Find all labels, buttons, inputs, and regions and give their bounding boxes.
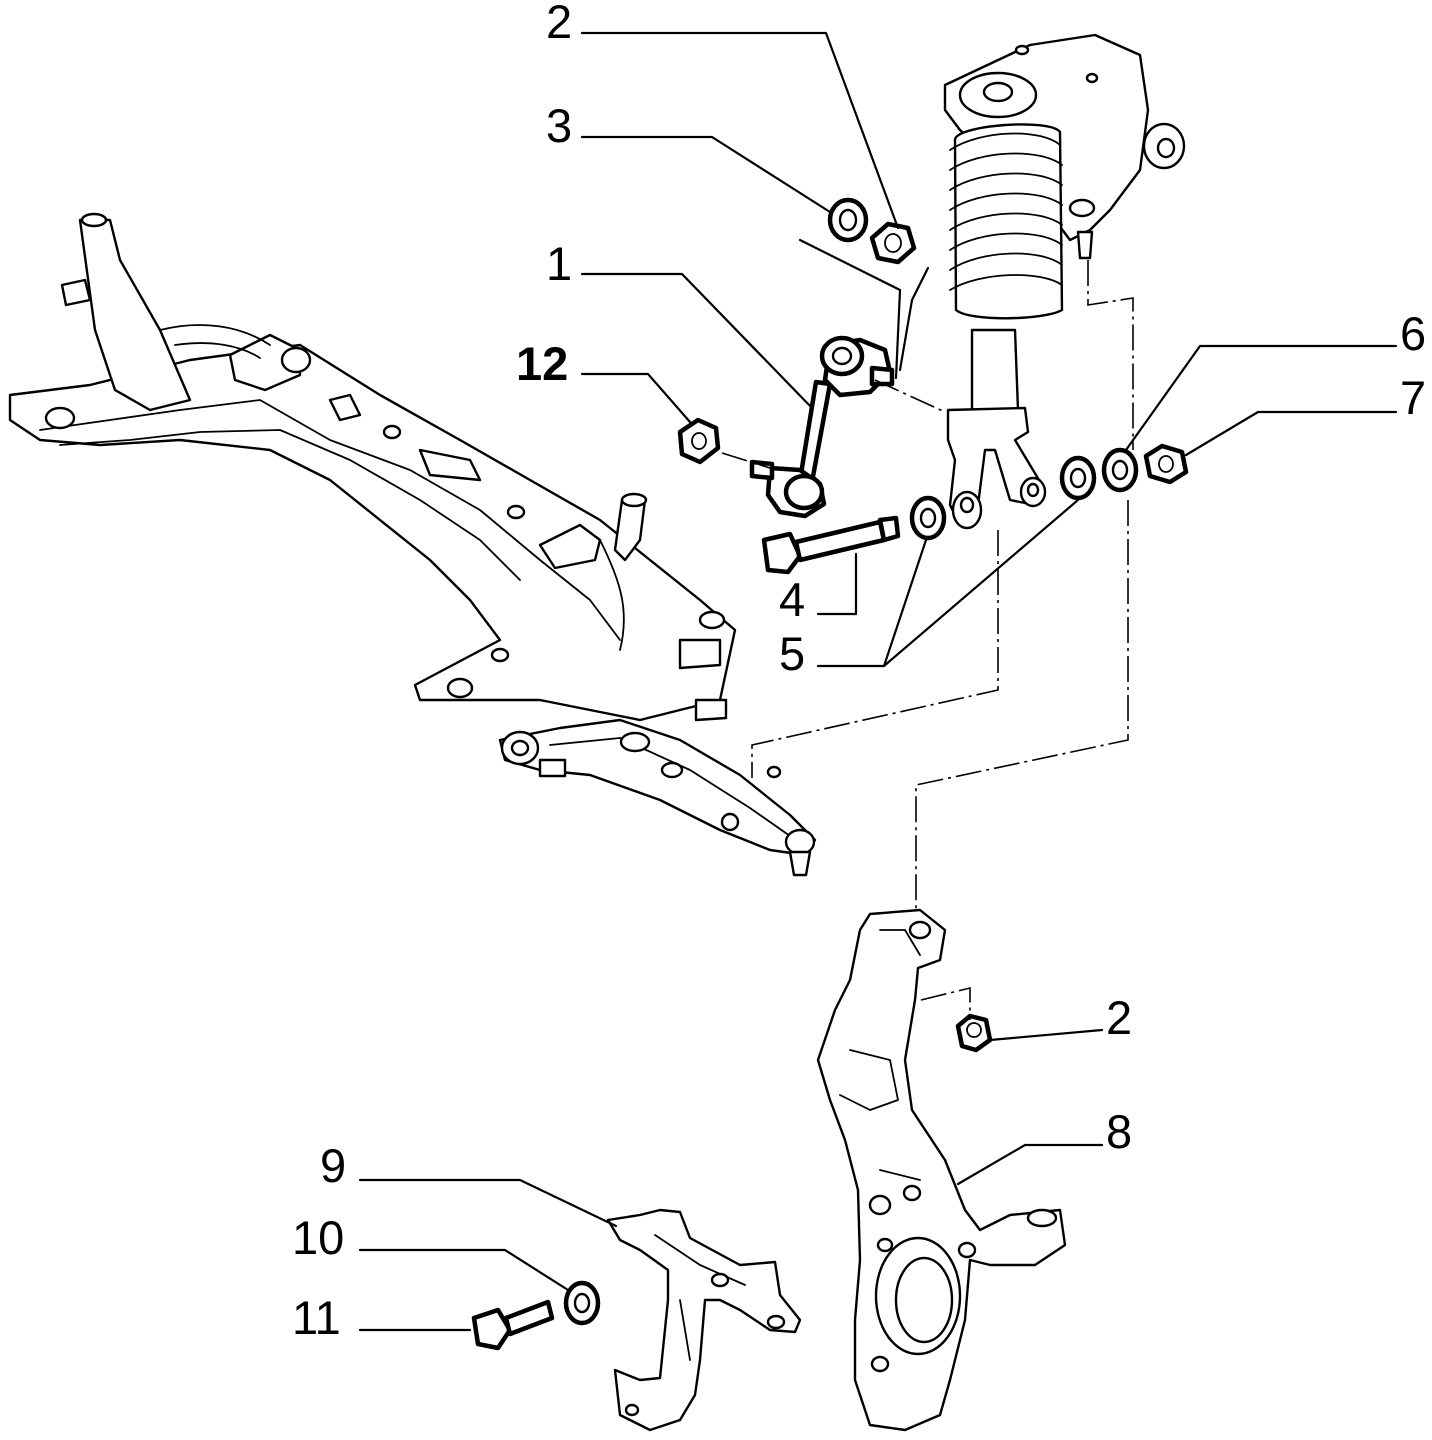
callout-7: 7 [1400, 371, 1426, 424]
callout-11: 11 [292, 1291, 341, 1344]
leader-lines [358, 31, 1398, 1332]
strut-spring-assembly [943, 33, 1186, 530]
washer-5a [909, 495, 947, 541]
bracket [606, 1208, 802, 1432]
nut-12 [677, 417, 721, 465]
subframe-crossmember [8, 212, 737, 722]
washer-10 [563, 1280, 601, 1326]
stabilizer-link [749, 335, 895, 519]
bolt-11 [471, 1299, 555, 1351]
callout-5: 5 [779, 627, 805, 680]
nut-2-top [869, 221, 917, 265]
callout-2-top: 2 [546, 0, 572, 48]
washer-5b [1059, 455, 1097, 501]
lower-control-arm [498, 718, 817, 877]
steering-knuckle [816, 908, 1067, 1432]
washer-3 [827, 197, 869, 243]
nut-2-bottom [955, 1013, 993, 1053]
callout-8: 8 [1106, 1105, 1132, 1158]
callout-6: 6 [1400, 307, 1426, 360]
callout-10: 10 [292, 1211, 344, 1264]
callout-3: 3 [546, 99, 572, 152]
washer-6 [1101, 447, 1139, 493]
callout-2-bottom: 2 [1106, 991, 1132, 1044]
callout-12: 12 [516, 337, 568, 390]
grouping-marks [798, 238, 930, 380]
callout-9: 9 [320, 1139, 346, 1192]
nut-7 [1143, 443, 1189, 485]
alignment-lines [721, 260, 1134, 1020]
callout-labels: 2 3 1 12 4 5 6 7 2 8 9 10 11 [292, 0, 1426, 1344]
bolt-4 [761, 515, 901, 575]
callout-1: 1 [546, 237, 572, 290]
callout-4: 4 [779, 573, 805, 626]
